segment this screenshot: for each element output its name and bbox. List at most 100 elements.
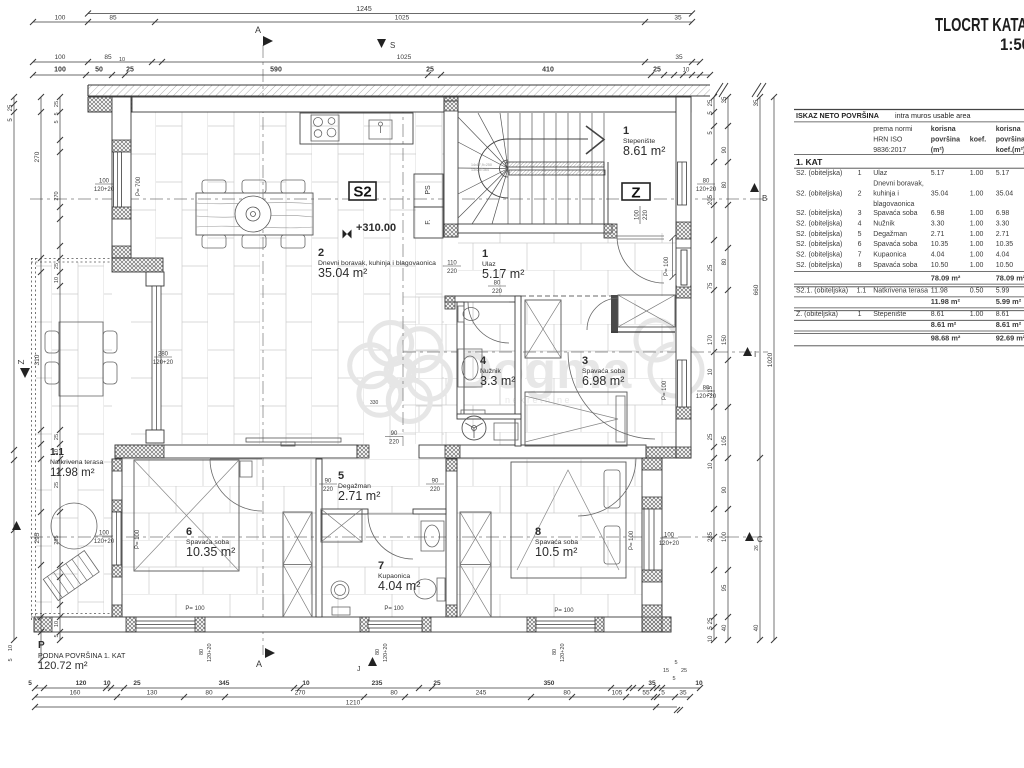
svg-text:92.69 m²: 92.69 m² [996,334,1024,343]
svg-text:10.35: 10.35 [931,241,949,248]
svg-text:F.: F. [425,219,432,225]
svg-text:P= 100: P= 100 [135,529,141,549]
svg-text:80: 80 [722,181,728,188]
svg-text:270: 270 [34,151,41,162]
svg-text:40: 40 [722,624,728,631]
svg-text:Kupaonica: Kupaonica [378,573,410,580]
svg-text:5: 5 [858,231,862,238]
svg-text:220: 220 [447,269,458,275]
svg-text:1.00: 1.00 [970,262,984,269]
svg-text:Stepenište: Stepenište [623,138,655,145]
svg-text:Spavaća soba: Spavaća soba [873,241,917,248]
svg-text:P= 100: P= 100 [384,606,404,612]
svg-text:6: 6 [858,241,862,248]
svg-text:5: 5 [28,680,32,687]
svg-text:150: 150 [722,334,728,345]
svg-text:110: 110 [447,261,457,267]
svg-text:85: 85 [104,54,112,61]
svg-text:120+20: 120+20 [696,394,717,400]
svg-text:4.04: 4.04 [931,252,945,259]
svg-text:25: 25 [54,101,60,107]
svg-text:S2: S2 [353,184,371,201]
svg-text:2.71: 2.71 [996,231,1010,238]
svg-text:1: 1 [482,248,488,260]
svg-text:1: 1 [858,311,862,318]
svg-text:35: 35 [674,15,682,22]
svg-text:35: 35 [648,680,656,687]
svg-text:S2. (obiteljska): S2. (obiteljska) [796,241,842,248]
svg-text:B: B [762,194,767,203]
svg-text:Spavaća soba: Spavaća soba [535,539,578,546]
svg-text:245: 245 [476,690,487,697]
svg-text:100: 100 [55,15,66,22]
svg-text:25: 25 [708,617,714,624]
svg-text:Degažman: Degažman [873,231,907,238]
svg-text:1.00: 1.00 [970,220,984,227]
svg-text:1.00: 1.00 [970,311,984,318]
svg-text:310: 310 [34,354,41,365]
svg-text:11.98: 11.98 [931,287,948,294]
svg-text:Ulaz: Ulaz [482,261,496,268]
svg-text:120+20: 120+20 [383,643,389,662]
svg-text:75: 75 [708,282,714,289]
svg-text:S2. (obiteljska): S2. (obiteljska) [796,191,842,198]
svg-text:7: 7 [378,560,384,572]
svg-text:Nužnik: Nužnik [873,220,895,227]
svg-text:330: 330 [370,400,379,406]
svg-text:Spavaća soba: Spavaća soba [582,368,625,375]
svg-text:25: 25 [653,67,661,74]
svg-text:25: 25 [426,67,434,74]
svg-text:I: I [754,350,756,359]
svg-text:2: 2 [858,191,862,198]
svg-text:S2. (obiteljska): S2. (obiteljska) [796,252,842,259]
svg-text:80: 80 [563,690,571,697]
svg-text:Z. (obiteljska): Z. (obiteljska) [796,311,838,318]
svg-text:10: 10 [54,621,60,627]
svg-text:P= 100: P= 100 [554,608,574,614]
svg-text:6: 6 [186,526,192,538]
svg-text:8.61 m²: 8.61 m² [996,320,1022,329]
svg-text:25: 25 [433,680,441,687]
svg-text:50: 50 [95,67,103,74]
svg-text:1025: 1025 [395,15,410,22]
svg-text:100: 100 [664,533,675,539]
svg-text:S2. (obiteljska): S2. (obiteljska) [796,170,842,177]
svg-text:5.17: 5.17 [996,170,1010,177]
svg-text:1210: 1210 [346,700,361,707]
svg-text:5.99 m²: 5.99 m² [996,297,1022,306]
svg-text:590: 590 [270,67,282,74]
svg-text:10.35: 10.35 [996,241,1014,248]
svg-text:Z: Z [17,359,26,364]
svg-text:Stepenište: Stepenište [873,311,906,318]
svg-text:1:50: 1:50 [1000,35,1024,54]
svg-text:90: 90 [391,431,398,437]
svg-text:Natkrivena terasa: Natkrivena terasa [50,459,103,466]
svg-text:350: 350 [544,680,555,687]
svg-text:170: 170 [708,334,714,345]
svg-text:25: 25 [708,264,714,271]
svg-text:160: 160 [70,690,81,697]
svg-text:660: 660 [753,284,760,295]
svg-text:10: 10 [708,462,714,469]
svg-text:8.61 m²: 8.61 m² [623,144,665,158]
svg-text:n e k r e t n i n e: n e k r e t n i n e [505,395,570,405]
svg-text:P: P [38,640,45,651]
svg-text:25: 25 [8,104,14,111]
svg-text:Spavaća soba: Spavaća soba [186,539,229,546]
svg-text:35: 35 [754,99,760,106]
svg-text:13x28=364: 13x28=364 [471,168,489,172]
svg-text:1025: 1025 [397,54,412,61]
svg-text:1.00: 1.00 [970,191,984,198]
svg-text:220: 220 [323,487,334,493]
svg-text:1.00: 1.00 [970,210,984,217]
svg-text:J: J [357,666,361,673]
svg-text:80: 80 [205,690,213,697]
svg-text:130: 130 [147,690,158,697]
svg-text:Dnevni boravak,: Dnevni boravak, [873,180,924,187]
svg-text:100: 100 [635,209,641,220]
svg-text:35.04 m²: 35.04 m² [318,266,367,280]
svg-text:8: 8 [535,526,541,538]
svg-text:25: 25 [708,433,714,440]
svg-text:10: 10 [54,277,60,283]
svg-text:1: 1 [623,125,629,137]
